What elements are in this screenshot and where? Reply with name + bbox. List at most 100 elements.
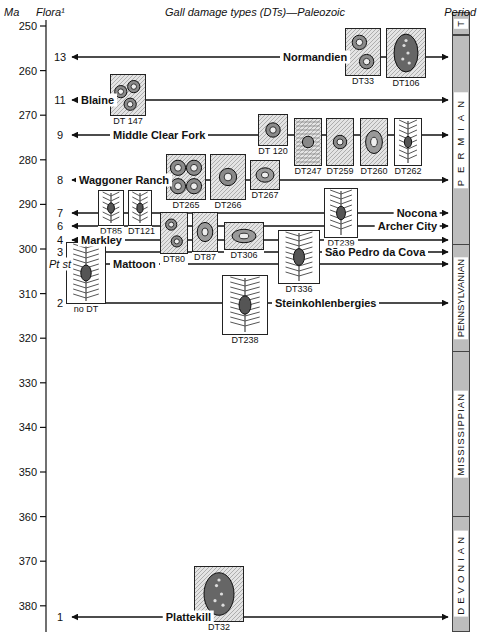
flora-number: 7 [55, 207, 65, 220]
damage-type-label: no DT [66, 304, 106, 315]
axis-tick [40, 70, 46, 71]
age-tick-label: 380 [19, 599, 37, 612]
specimen-frame [211, 155, 246, 200]
axis-tick [40, 293, 46, 294]
gall-specimen: DT336 [278, 230, 320, 295]
damage-type-label: DT266 [210, 200, 246, 211]
frond-leaflet [399, 120, 417, 124]
gall-outer [170, 179, 185, 194]
flora-number: 8 [55, 174, 65, 187]
specimen-frame [395, 119, 422, 166]
gall-specimen: DT85 [98, 190, 124, 237]
frond-leaflet [399, 155, 417, 159]
gall-outer [186, 179, 201, 194]
gall-mark [166, 219, 177, 230]
gall-illustration [160, 212, 188, 254]
gall-outer [186, 160, 201, 175]
gall-illustration [326, 118, 354, 166]
gall-chamber [270, 127, 276, 133]
specimen-frame [225, 223, 264, 250]
frond-leaflet [73, 284, 99, 288]
gall-mark [256, 168, 274, 182]
frond-leaflet [286, 267, 313, 271]
gall-illustration [98, 190, 124, 226]
gall-mark [294, 249, 305, 266]
damage-type-label: DT306 [224, 250, 264, 261]
gall-mark [197, 222, 213, 241]
frond-leaflet [286, 237, 313, 241]
gall-chamber [127, 101, 133, 107]
gall-mark [137, 203, 143, 213]
specimen-frame [361, 119, 388, 166]
gall-illustration [258, 114, 288, 146]
gall-mark [81, 265, 91, 281]
gall-outer [124, 98, 136, 110]
gall-chamber [363, 58, 369, 64]
gall-stipple [221, 604, 224, 607]
gall-illustration [360, 118, 388, 166]
gall-specimen: DT87 [192, 212, 218, 263]
specimen-frame [327, 119, 354, 166]
header-text: Gall damage types (DTs)—Paleozoic [165, 6, 345, 19]
gall-chamber [174, 239, 179, 244]
specimen-frame [387, 29, 426, 78]
vein-line [296, 130, 320, 131]
gall-mark [170, 179, 185, 194]
flora-number: 6 [55, 220, 65, 233]
age-tick-label: 310 [19, 287, 37, 300]
damage-type-label: DT238 [222, 335, 268, 346]
header-text: Ma [4, 6, 19, 19]
gall-stipple [401, 57, 404, 60]
gall-outer [128, 80, 140, 92]
axis-tick [40, 427, 46, 428]
frond-leaflet [399, 130, 417, 134]
gall-illustration [278, 230, 320, 284]
gall-stipple [215, 584, 218, 587]
axis-tick [40, 204, 46, 205]
frond-leaflet [132, 192, 147, 196]
age-tick-label: 250 [19, 20, 37, 33]
axis-line [45, 20, 46, 632]
frond-leaflet [330, 190, 352, 194]
gall-mark [186, 179, 201, 194]
vein-line [296, 154, 320, 155]
range-arrow [72, 616, 448, 618]
vein-line [296, 122, 320, 123]
damage-type-label: DT247 [294, 166, 322, 177]
axis-tick [40, 115, 46, 116]
age-tick-label: 290 [19, 198, 37, 211]
gall-outer [333, 135, 346, 148]
gall-chamber [356, 39, 362, 45]
damage-type-label: DT260 [360, 166, 388, 177]
specimen-frame [223, 276, 268, 335]
flora-name: Archer City [375, 220, 440, 233]
frond-leaflet [330, 220, 352, 224]
gall-specimen: DT259 [326, 118, 354, 177]
frond-leaflet [230, 282, 259, 286]
gall-specimen: DT80 [160, 212, 188, 265]
gall-specimen: DT 120 [258, 114, 288, 157]
frond-leaflet [132, 197, 147, 201]
gall-mark [352, 35, 366, 49]
frond-leaflet [103, 217, 120, 221]
age-tick-label: 350 [19, 466, 37, 479]
gall-mark [186, 160, 201, 175]
age-tick-label: 370 [19, 555, 37, 568]
flora-name: Blaine [78, 94, 117, 107]
axis-tick [40, 561, 46, 562]
gall-stipple [406, 51, 409, 54]
vein-line [296, 134, 320, 135]
gall-chamber [202, 228, 208, 236]
frond-leaflet [399, 125, 417, 129]
age-tick-label: 320 [19, 332, 37, 345]
gall-mark [266, 123, 280, 137]
gall-mark [366, 130, 383, 153]
gall-stipple [213, 599, 216, 602]
frond-leaflet [330, 200, 352, 204]
gall-specimen: DT267 [250, 160, 280, 201]
gall-mark [171, 236, 182, 247]
gall-stipple [404, 39, 407, 42]
specimen-frame [167, 155, 206, 200]
specimen-frame [279, 231, 320, 284]
